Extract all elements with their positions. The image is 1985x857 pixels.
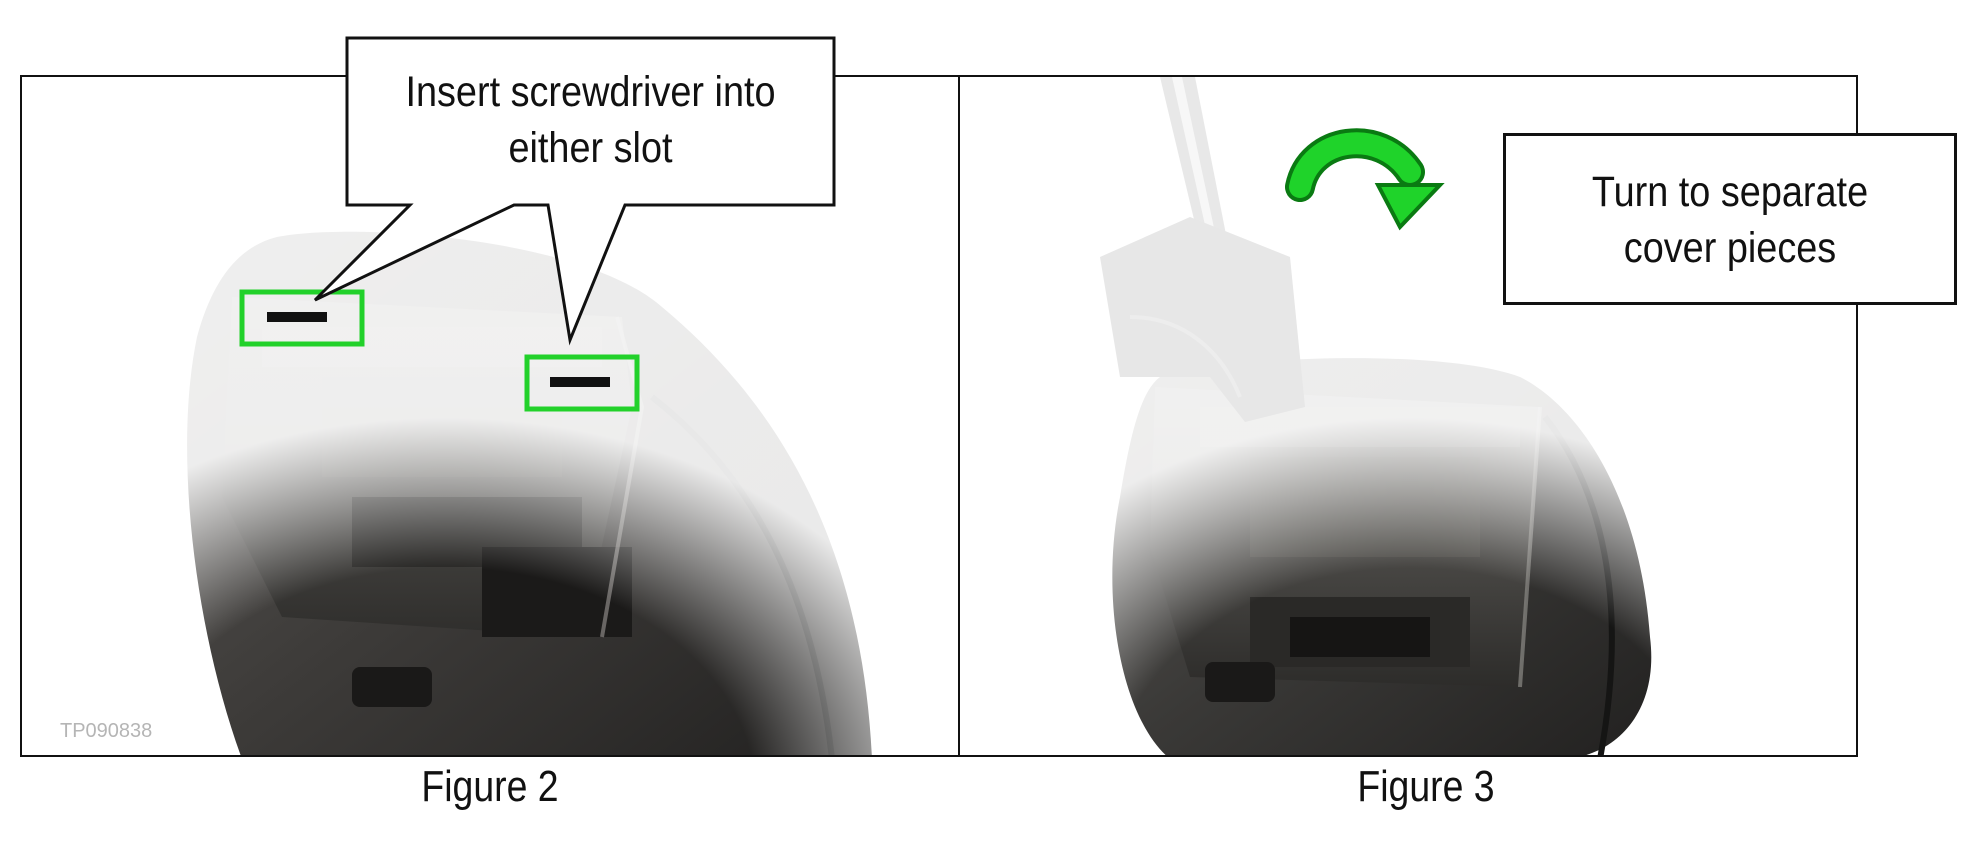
right-slot-highlight — [524, 354, 640, 412]
callout-box-figure-3 — [1503, 133, 1957, 305]
photo-code: TP090838 — [60, 720, 153, 742]
callout-line-2: cover pieces — [1623, 224, 1837, 272]
callout-line-1: Turn to separate — [1591, 168, 1869, 216]
callout-line-1: Insert screwdriver into — [405, 68, 776, 116]
callout-text-figure-2: Insert screwdriver into either slot — [376, 64, 805, 176]
callout-text-figure-3: Turn to separate cover pieces — [1530, 164, 1930, 276]
figure-2-caption: Figure 2 — [421, 762, 559, 811]
callout-line-2: either slot — [508, 124, 673, 172]
left-slot-highlight — [239, 289, 365, 347]
figure-3-caption: Figure 3 — [1357, 762, 1495, 811]
rotation-arrow-icon — [1285, 128, 1445, 231]
